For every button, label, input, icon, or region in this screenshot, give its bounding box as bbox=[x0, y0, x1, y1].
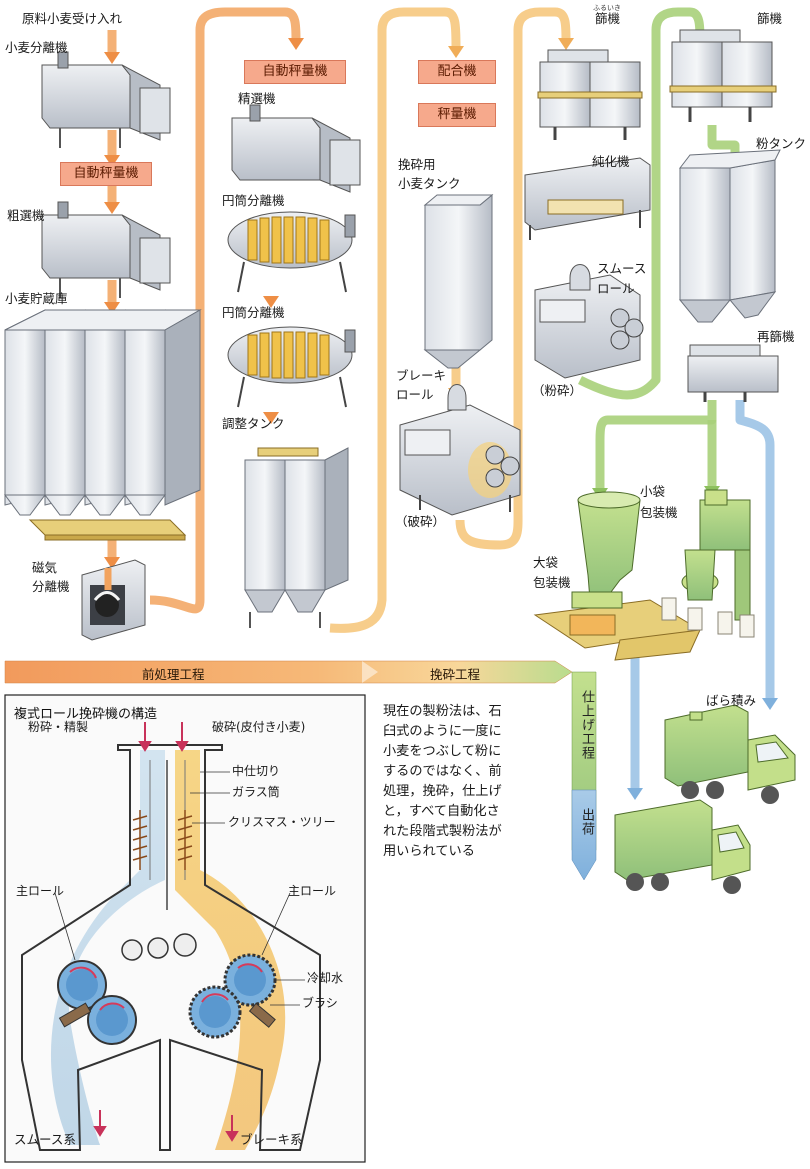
box-blender: 配合機 bbox=[418, 60, 496, 84]
label-small-bag-2: 包装機 bbox=[640, 505, 678, 520]
stage-preprocess: 前処理工程 bbox=[142, 667, 205, 682]
inset-main-roll-left: 主ロール bbox=[16, 884, 65, 898]
label-magnetic-separator-1: 磁気 bbox=[32, 560, 58, 575]
flour-tank bbox=[678, 149, 781, 323]
label-break-roll-2: ロール bbox=[396, 387, 434, 402]
cylinder-separator-1 bbox=[227, 211, 356, 293]
shipping-flow-pipe bbox=[630, 400, 775, 790]
inset-middle-partition: 中仕切り bbox=[232, 764, 281, 778]
roll-mill-cross-section bbox=[21, 722, 321, 1151]
box-weigher: 秤量機 bbox=[418, 103, 496, 127]
label-cylinder-separator-2: 円筒分離機 bbox=[222, 305, 285, 320]
inset-cooling-water: 冷却水 bbox=[307, 971, 344, 985]
ruby-sifter: ふるいき bbox=[593, 4, 621, 12]
description-line: 現在の製粉法は、石 bbox=[383, 704, 502, 719]
label-coarse-sorter: 粗選機 bbox=[7, 208, 45, 223]
inset-crushing-bran: 破砕(皮付き小麦) bbox=[212, 720, 306, 734]
label-sifter-1: 篩機 bbox=[595, 11, 621, 26]
label-raw-wheat-intake: 原料小麦受け入れ bbox=[22, 11, 123, 26]
label-milling-tank-2: 小麦タンク bbox=[398, 176, 461, 191]
large-bag-packer bbox=[571, 491, 641, 609]
inset-break-system: ブレーキ系 bbox=[240, 1132, 303, 1147]
box-auto-weigher-1: 自動秤量機 bbox=[60, 162, 152, 186]
inset-grinding-refining: 粉砕・精製 bbox=[28, 720, 89, 734]
description-paragraph: 現在の製粉法は、石 臼式のように一度に 小麦をつぶして粉に するのではなく、前 … bbox=[383, 702, 538, 862]
label-crushing: （破砕） bbox=[395, 514, 446, 529]
coarse-sorter-machine bbox=[41, 201, 171, 298]
inset-smooth-system: スムース系 bbox=[14, 1132, 76, 1147]
description-line: と，すべて自動化さ bbox=[383, 804, 500, 819]
label-wheat-separator: 小麦分離機 bbox=[5, 40, 68, 55]
purifier-machine bbox=[524, 157, 651, 240]
bag-truck bbox=[614, 799, 751, 894]
sifter-2 bbox=[669, 29, 777, 122]
magnetic-separator-machine bbox=[81, 559, 146, 641]
label-break-roll-1: ブレーキ bbox=[396, 368, 447, 383]
label-milling-tank-1: 挽砕用 bbox=[398, 157, 436, 172]
stage-milling: 挽砕工程 bbox=[430, 667, 481, 682]
description-line: 処理，挽砕，仕上げ bbox=[383, 784, 502, 799]
small-bag-packer bbox=[661, 489, 755, 638]
resifter-machine bbox=[687, 344, 779, 402]
label-large-bag-1: 大袋 bbox=[533, 555, 559, 570]
process-stage-bar bbox=[4, 660, 597, 881]
milling-wheat-tank bbox=[423, 193, 494, 369]
label-resifter: 再篩機 bbox=[757, 329, 795, 344]
fine-sorter-machine bbox=[231, 104, 361, 193]
label-grinding: （粉砕） bbox=[532, 383, 583, 398]
stage-finishing: 仕上げ工程 bbox=[579, 690, 594, 760]
wheat-separator-machine bbox=[41, 51, 171, 148]
inset-title: 複式ロール挽砕機の構造 bbox=[14, 707, 158, 722]
label-fine-sorter: 精選機 bbox=[238, 91, 276, 106]
label-flour-tank: 粉タンク bbox=[756, 136, 807, 151]
label-smooth-roll-2: ロール bbox=[597, 281, 635, 296]
stage-shipping: 出荷 bbox=[579, 808, 594, 836]
label-purifier: 純化機 bbox=[592, 154, 630, 169]
label-large-bag-2: 包装機 bbox=[533, 575, 571, 590]
break-roll-machine bbox=[399, 384, 521, 516]
label-bulk-loading: ばら積み bbox=[706, 693, 757, 708]
shipping-flow-arrows bbox=[627, 698, 778, 800]
label-conditioning-tank: 調整タンク bbox=[222, 416, 285, 431]
description-line: 用いられている bbox=[383, 844, 475, 859]
bulk-truck bbox=[664, 704, 796, 804]
inset-glass-tube: ガラス筒 bbox=[232, 785, 280, 799]
label-wheat-storage: 小麦貯蔵庫 bbox=[5, 291, 68, 306]
packaging-platform bbox=[533, 599, 702, 661]
description-line: れた段階式製粉法が bbox=[383, 824, 502, 839]
description-line: 小麦をつぶして粉に bbox=[383, 744, 502, 759]
label-small-bag-1: 小袋 bbox=[640, 484, 666, 499]
label-sifter-2: 篩機 bbox=[757, 11, 783, 26]
description-line: 臼式のように一度に bbox=[383, 724, 502, 739]
label-cylinder-separator-1: 円筒分離機 bbox=[222, 193, 285, 208]
wheat-storage-silos bbox=[4, 309, 202, 541]
cylinder-separator-2 bbox=[227, 326, 356, 408]
inset-brush: ブラシ bbox=[302, 996, 338, 1010]
description-line: するのではなく、前 bbox=[383, 764, 502, 779]
label-magnetic-separator-2: 分離機 bbox=[32, 579, 70, 594]
inset-christmas-tree: クリスマス・ツリー bbox=[228, 815, 336, 829]
conditioning-tank bbox=[244, 447, 349, 628]
inset-main-roll-right: 主ロール bbox=[288, 884, 337, 898]
label-smooth-roll-1: スムース bbox=[597, 261, 647, 276]
box-auto-weigher-2: 自動秤量機 bbox=[244, 60, 346, 84]
sifter-1 bbox=[537, 49, 643, 140]
smooth-roll-machine bbox=[534, 264, 644, 379]
